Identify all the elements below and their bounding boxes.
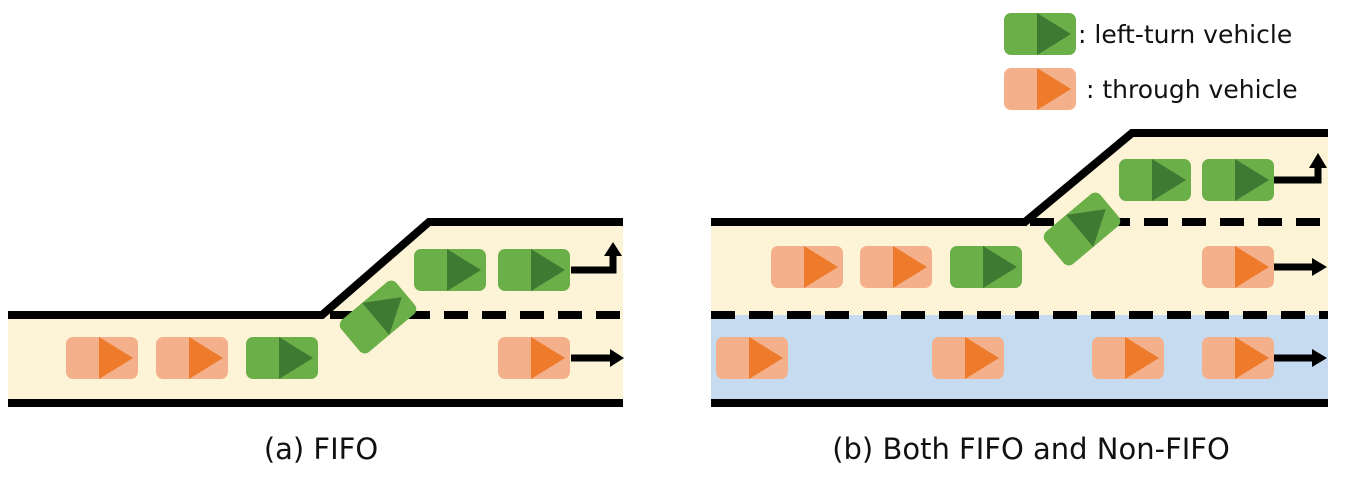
vehicle-direction-icon [1037,68,1071,110]
through-vehicle-icon [156,337,228,379]
vehicle-direction-icon [1066,209,1106,248]
through-vehicle-icon [1202,337,1274,379]
road-a-top-edge [8,218,623,319]
turn-arrow-head-icon [604,242,622,256]
vehicle-direction-icon [447,249,481,291]
left-turn-vehicle-icon [339,280,417,354]
legend-through-label: : through vehicle [1086,75,1298,104]
through-vehicle-icon [932,337,1004,379]
through-vehicle-icon [1092,337,1164,379]
straight-arrow-head-icon [1312,258,1327,276]
legend: : left-turn vehicle : through vehicle [1004,13,1298,110]
through-vehicle-icon [1202,246,1274,288]
vehicle-direction-icon [1125,337,1159,379]
left-turn-vehicle-icon [498,249,570,291]
through-vehicle-icon [66,337,138,379]
legend-through-vehicle-icon [1004,68,1076,110]
through-vehicle-icon [716,337,788,379]
vehicle-direction-icon [893,246,927,288]
caption-a: (a) FIFO [264,432,378,466]
vehicle-direction-icon [1235,246,1269,288]
through-vehicle-icon [498,337,570,379]
vehicle-direction-icon [1235,337,1269,379]
vehicle-direction-icon [531,337,565,379]
vehicle-direction-icon [983,246,1017,288]
panel-b-both-fifo-non-fifo: (b) Both FIFO and Non-FIFO [711,129,1328,466]
vehicle-direction-icon [189,337,223,379]
left-turn-vehicle-icon [414,249,486,291]
vehicle-direction-icon [965,337,999,379]
vehicle-direction-icon [1235,159,1269,201]
turn-arrow-icon [571,254,617,274]
vehicle-direction-icon [1037,13,1071,55]
legend-left-turn-vehicle-icon [1004,13,1076,55]
vehicle-direction-icon [279,337,313,379]
left-turn-vehicle-icon [950,246,1022,288]
vehicle-direction-icon [362,297,402,336]
vehicle-direction-icon [804,246,838,288]
left-turn-vehicle-icon [1043,192,1121,266]
vehicle-direction-icon [749,337,783,379]
turn-arrow-icon [1274,166,1322,184]
left-turn-vehicle-icon [1119,159,1191,201]
straight-arrow-head-icon [610,349,624,367]
left-turn-vehicle-icon [246,337,318,379]
vehicle-direction-icon [531,249,565,291]
through-vehicle-icon [860,246,932,288]
panel-a-fifo: (a) FIFO [8,218,624,466]
vehicle-direction-icon [1152,159,1186,201]
through-vehicle-icon [771,246,843,288]
vehicle-direction-icon [99,337,133,379]
caption-b: (b) Both FIFO and Non-FIFO [832,432,1230,466]
left-turn-vehicle-icon [1202,159,1274,201]
legend-left-turn-label: : left-turn vehicle [1078,20,1292,49]
straight-arrow-head-icon [1312,349,1327,367]
road-b-top-edge [711,129,1328,226]
turn-arrow-head-icon [1309,153,1327,168]
